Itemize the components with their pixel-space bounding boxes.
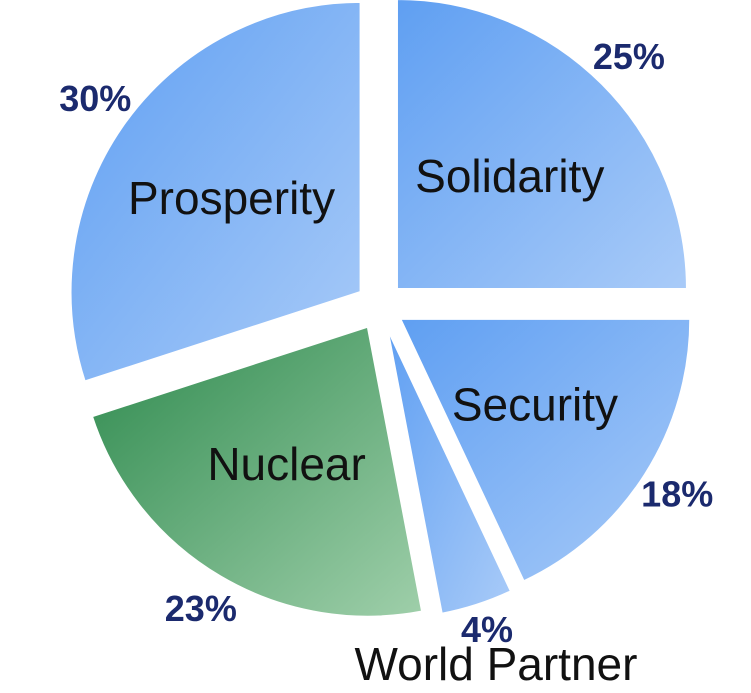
pie-slice-prosperity xyxy=(69,0,362,383)
pie-slice-world-partner xyxy=(386,328,513,615)
pie-slice-solidarity xyxy=(395,0,688,291)
slice-label-nuclear: Nuclear xyxy=(207,438,366,490)
slice-label-solidarity: Solidarity xyxy=(415,150,604,202)
value-label-prosperity: 30% xyxy=(59,78,131,119)
value-label-nuclear: 23% xyxy=(165,588,237,629)
slice-label-prosperity: Prosperity xyxy=(128,172,335,224)
pie-slices xyxy=(69,0,692,618)
pie-slice-nuclear xyxy=(90,325,424,618)
value-label-world-partner: 4% xyxy=(461,609,513,650)
value-label-security: 18% xyxy=(641,474,713,515)
slice-label-security: Security xyxy=(452,378,618,430)
value-label-solidarity: 25% xyxy=(593,36,665,77)
pie-slice-security xyxy=(398,317,692,583)
slice-label-world-partner: World Partner xyxy=(355,638,638,690)
